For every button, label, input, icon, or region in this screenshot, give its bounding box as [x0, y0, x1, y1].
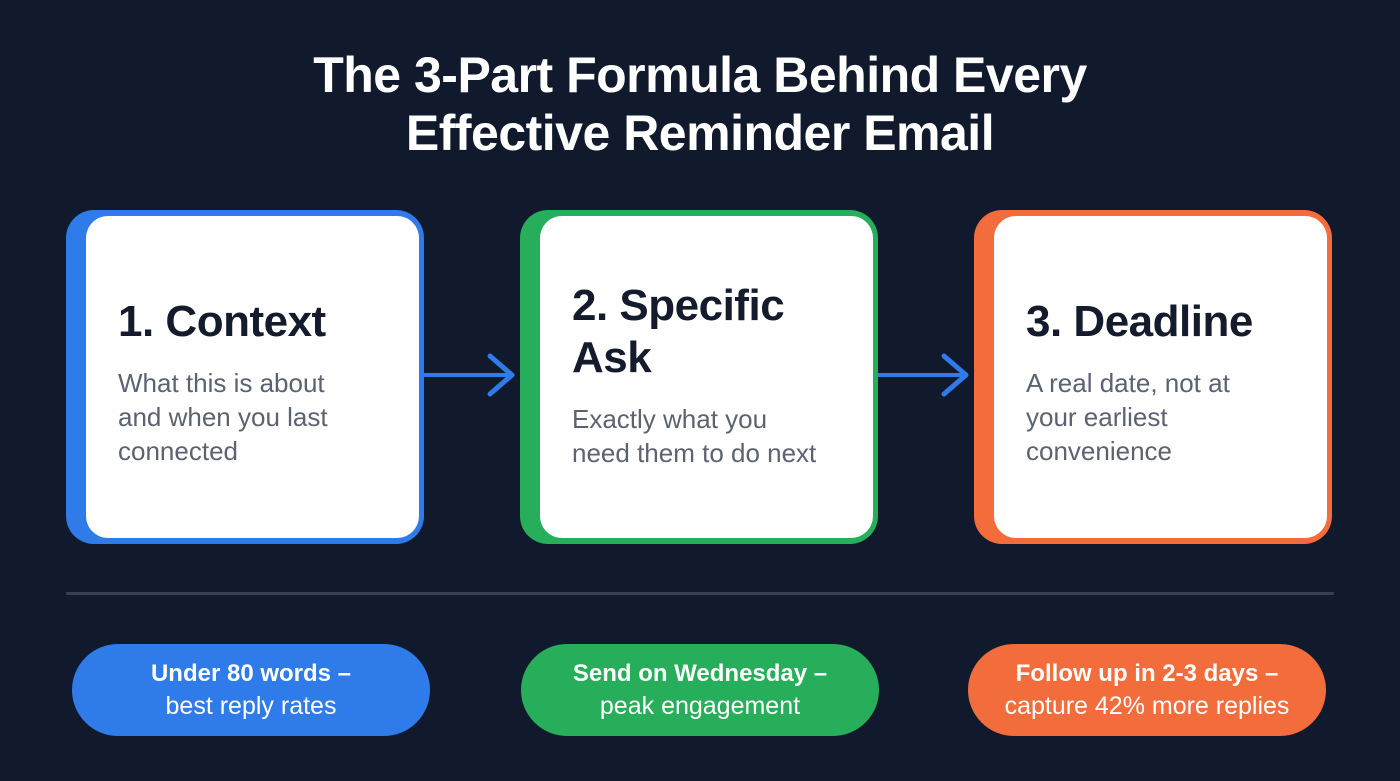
description-line: Exactly what you [572, 404, 768, 434]
tip-headline: Under 80 words – [150, 660, 352, 687]
tip-detail: peak engagement [599, 692, 801, 720]
tip-headline: Send on Wednesday – [572, 660, 828, 687]
step-card-context: 1. Context What this is about and when y… [66, 210, 424, 544]
section-divider [66, 592, 1334, 595]
step-card-deadline: 3. Deadline A real date, not at your ear… [974, 210, 1332, 544]
arrow-right-icon [878, 353, 969, 397]
step-description: What this is about and when you last con… [118, 366, 399, 468]
arrow-right-icon [424, 353, 515, 397]
description-line: convenience [1026, 436, 1172, 466]
page-title: The 3-Part Formula Behind Every Effectiv… [0, 46, 1400, 162]
tip-headline: Follow up in 2-3 days – [1015, 660, 1279, 687]
step-card-specific-ask: 2. Specific Ask Exactly what you need th… [520, 210, 878, 544]
description-line: connected [118, 436, 238, 466]
tip-detail: best reply rates [165, 692, 337, 720]
description-line: What this is about [118, 368, 325, 398]
tip-detail: capture 42% more replies [1004, 692, 1290, 720]
step-title-line: Ask [572, 333, 652, 382]
title-line-2: Effective Reminder Email [405, 105, 995, 161]
step-title: 3. Deadline [1026, 297, 1253, 346]
tip-badge-word-count: Under 80 words – best reply rates [72, 644, 430, 736]
step-description: Exactly what you need them to do next [572, 402, 853, 470]
tip-badge-follow-up: Follow up in 2-3 days – capture 42% more… [968, 644, 1326, 736]
step-title: 2. Specific Ask [572, 280, 853, 384]
title-line-1: The 3-Part Formula Behind Every [313, 47, 1087, 103]
step-card-body: 2. Specific Ask Exactly what you need th… [540, 216, 873, 538]
description-line: and when you last [118, 402, 328, 432]
step-title-line: 2. Specific [572, 281, 785, 330]
step-description: A real date, not at your earliest conven… [1026, 366, 1307, 468]
description-line: your earliest [1026, 402, 1168, 432]
tip-badge-send-day: Send on Wednesday – peak engagement [521, 644, 879, 736]
description-line: need them to do next [572, 438, 817, 468]
step-card-body: 1. Context What this is about and when y… [86, 216, 419, 538]
step-title: 1. Context [118, 297, 326, 346]
step-card-body: 3. Deadline A real date, not at your ear… [994, 216, 1327, 538]
description-line: A real date, not at [1026, 368, 1230, 398]
